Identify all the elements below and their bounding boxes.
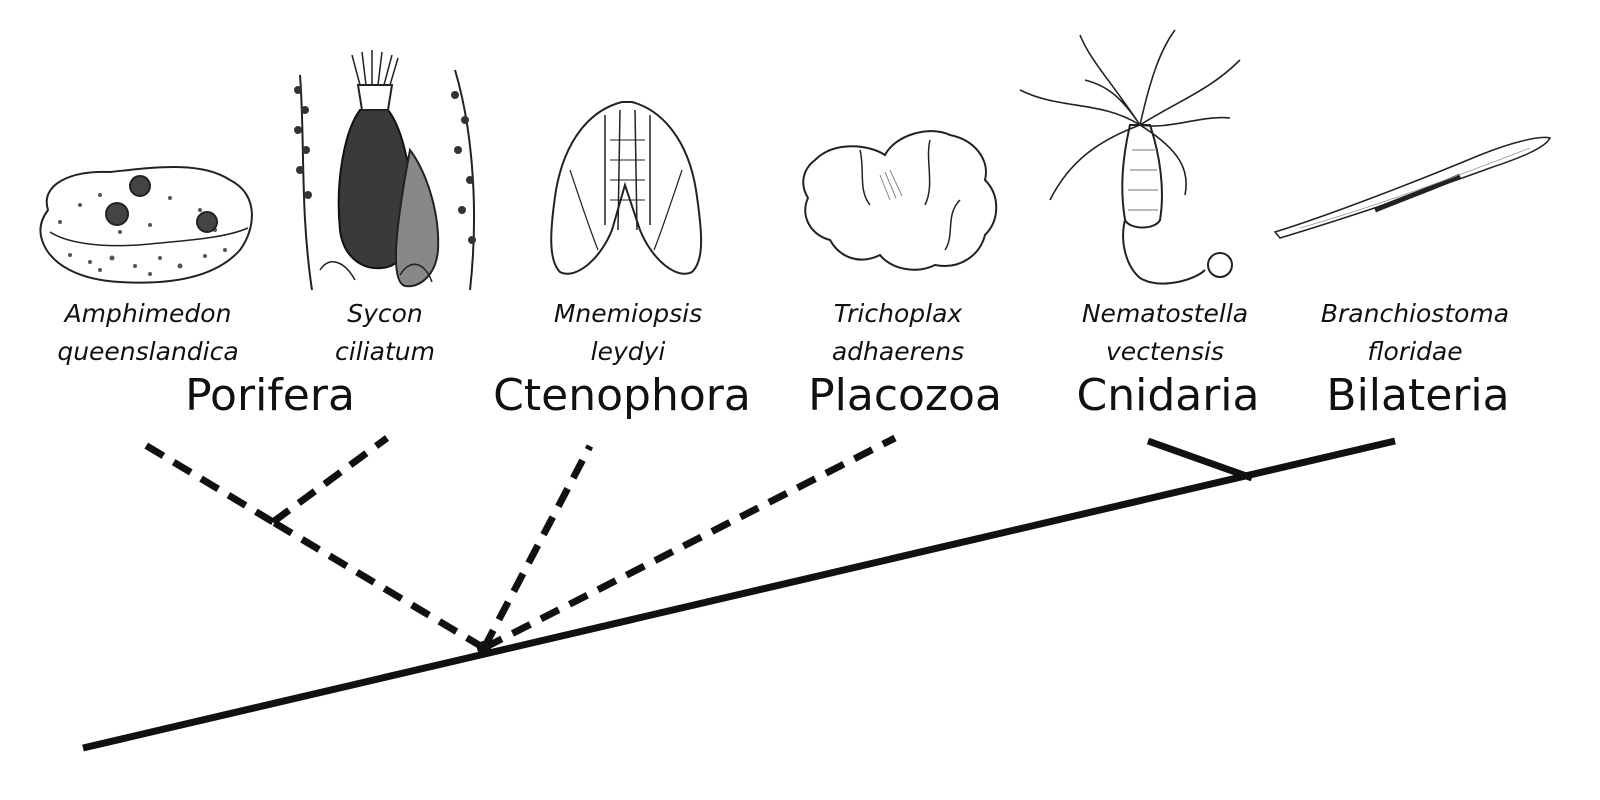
species-label-nematostella: Nematostella vectensis [1082, 299, 1248, 366]
species-epithet: floridae [1367, 337, 1462, 366]
comb-jelly-icon [550, 101, 703, 275]
branch-placozoa [482, 434, 897, 652]
sponge-amphimedon-icon [39, 166, 253, 284]
species-genus: Amphimedon [63, 299, 232, 328]
taxon-label-placozoa: Placozoa [808, 370, 1002, 421]
placozoan-icon [802, 130, 998, 271]
species-label-amphimedon: Amphimedon queenslandica [57, 299, 238, 366]
tree-trunk [82, 437, 1396, 752]
root-node [477, 641, 491, 655]
species-epithet: leydyi [591, 337, 666, 366]
branch-amphimedon [135, 437, 275, 525]
species-genus: Nematostella [1082, 299, 1248, 328]
sea-anemone-icon [1019, 29, 1241, 285]
species-epithet: adhaerens [832, 337, 964, 366]
species-genus: Branchiostoma [1321, 299, 1509, 328]
branch-cnidaria [1146, 437, 1254, 482]
species-label-branchiostoma: Branchiostoma floridae [1321, 299, 1509, 366]
phylogenetic-tree [82, 434, 1396, 752]
species-genus: Sycon [347, 299, 423, 328]
taxon-label-ctenophora: Ctenophora [493, 370, 751, 421]
branch-ctenophora [480, 444, 594, 650]
species-epithet: vectensis [1106, 337, 1224, 366]
branch-porifera-stem [271, 518, 486, 652]
taxon-label-porifera: Porifera [185, 370, 355, 421]
lancelet-icon [1273, 136, 1552, 239]
taxon-label-bilateria: Bilateria [1326, 370, 1509, 421]
taxon-label-cnidaria: Cnidaria [1076, 370, 1259, 421]
species-label-mnemiopsis: Mnemiopsis leydyi [554, 299, 702, 366]
species-epithet: ciliatum [335, 337, 435, 366]
species-genus: Trichoplax [834, 299, 963, 328]
species-label-sycon: Sycon ciliatum [335, 299, 435, 366]
species-label-trichoplax: Trichoplax adhaerens [832, 299, 964, 366]
species-genus: Mnemiopsis [554, 299, 702, 328]
branch-sycon [270, 435, 390, 525]
sponge-sycon-icon [294, 50, 476, 291]
species-epithet: queenslandica [57, 337, 238, 366]
